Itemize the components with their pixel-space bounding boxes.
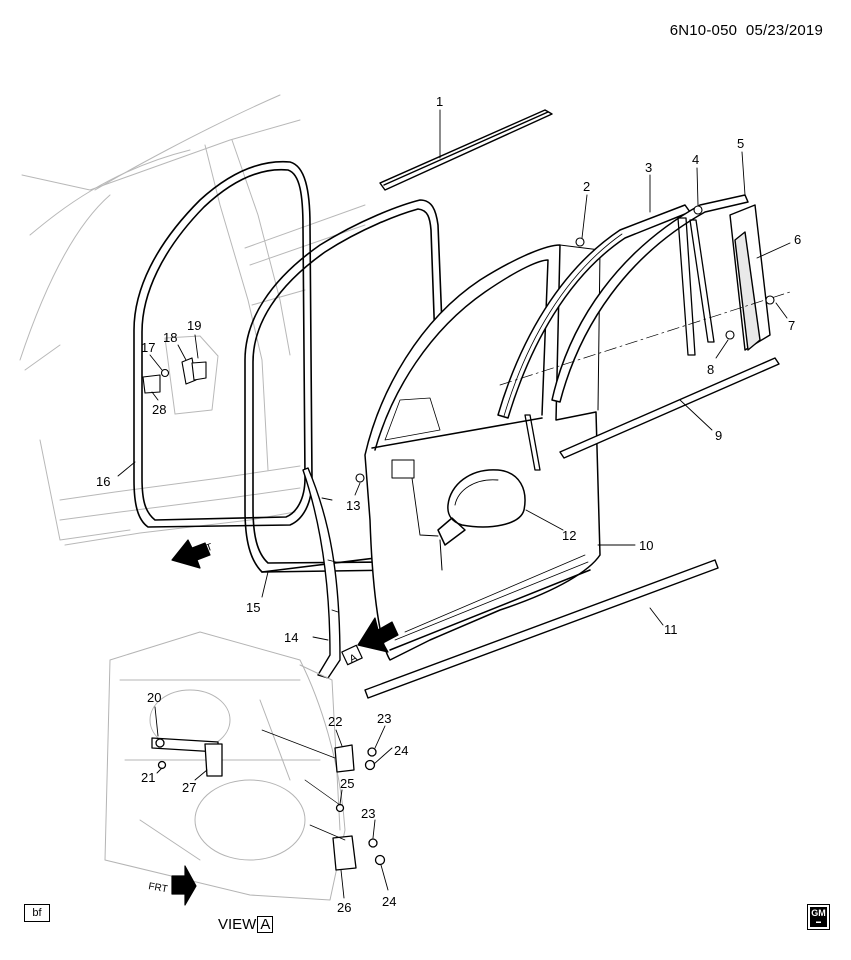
item-11-rocker bbox=[364, 559, 719, 699]
inner-door-view bbox=[104, 631, 346, 901]
callout-17: 17 bbox=[141, 340, 155, 355]
callout-1: 1 bbox=[436, 94, 443, 109]
callout-22: 22 bbox=[328, 714, 342, 729]
callout-25: 25 bbox=[340, 776, 354, 791]
callout-23-lower: 23 bbox=[361, 806, 375, 821]
diagram-date: 05/23/2019 bbox=[745, 22, 823, 39]
item-1-inner-belt bbox=[379, 109, 553, 191]
callout-16: 16 bbox=[96, 474, 110, 489]
callout-13: 13 bbox=[346, 498, 360, 513]
item-12-mirror bbox=[411, 469, 526, 571]
callout-5: 5 bbox=[737, 136, 744, 151]
callout-24-lower: 24 bbox=[382, 894, 396, 909]
callout-6: 6 bbox=[794, 232, 801, 247]
callout-7: 7 bbox=[788, 318, 795, 333]
item-5-window-channel bbox=[551, 194, 749, 403]
callout-14: 14 bbox=[284, 630, 298, 645]
fasteners bbox=[142, 205, 775, 483]
front-label-lower: FRT bbox=[147, 881, 168, 895]
callout-11: 11 bbox=[664, 622, 678, 637]
door-hardware bbox=[151, 737, 386, 871]
item-3b-center-channel bbox=[524, 217, 715, 471]
callout-9: 9 bbox=[715, 428, 722, 443]
diagram-code: 6N10-050 bbox=[669, 22, 738, 39]
callout-27: 27 bbox=[182, 780, 196, 795]
callout-10: 10 bbox=[639, 538, 653, 553]
view-caption-prefix: VIEW bbox=[218, 916, 257, 933]
callout-12: 12 bbox=[562, 528, 576, 543]
leader-lines bbox=[117, 109, 791, 899]
callout-24-upper: 24 bbox=[394, 743, 408, 758]
item-6-applique bbox=[729, 204, 771, 351]
diagram-badge: bf bbox=[24, 904, 50, 922]
callout-20: 20 bbox=[147, 690, 161, 705]
callout-28: 28 bbox=[152, 402, 166, 417]
callout-21: 21 bbox=[141, 770, 155, 785]
gm-logo: GM▬ bbox=[807, 904, 830, 930]
callout-3: 3 bbox=[645, 160, 652, 175]
callout-19: 19 bbox=[187, 318, 201, 333]
callout-8: 8 bbox=[707, 362, 714, 377]
callout-2: 2 bbox=[583, 179, 590, 194]
vehicle-body bbox=[19, 94, 366, 546]
item-10-door-shell bbox=[364, 244, 601, 661]
callout-15: 15 bbox=[246, 600, 260, 615]
front-arrow-upper bbox=[171, 539, 211, 569]
callout-18: 18 bbox=[163, 330, 177, 345]
item-3-window-frame bbox=[497, 204, 691, 419]
item-14-panel-strip bbox=[302, 467, 341, 679]
callout-26: 26 bbox=[337, 900, 351, 915]
view-caption-letter: A bbox=[257, 916, 274, 933]
diagram-header: 6N10-050 05/23/2019 bbox=[670, 22, 823, 39]
item-9-outer-belt bbox=[559, 357, 780, 459]
callout-23-upper: 23 bbox=[377, 711, 391, 726]
gm-logo-text: GM bbox=[811, 908, 826, 918]
view-a-arrow bbox=[341, 617, 399, 666]
callout-4: 4 bbox=[692, 152, 699, 167]
front-arrow-lower bbox=[171, 865, 197, 906]
